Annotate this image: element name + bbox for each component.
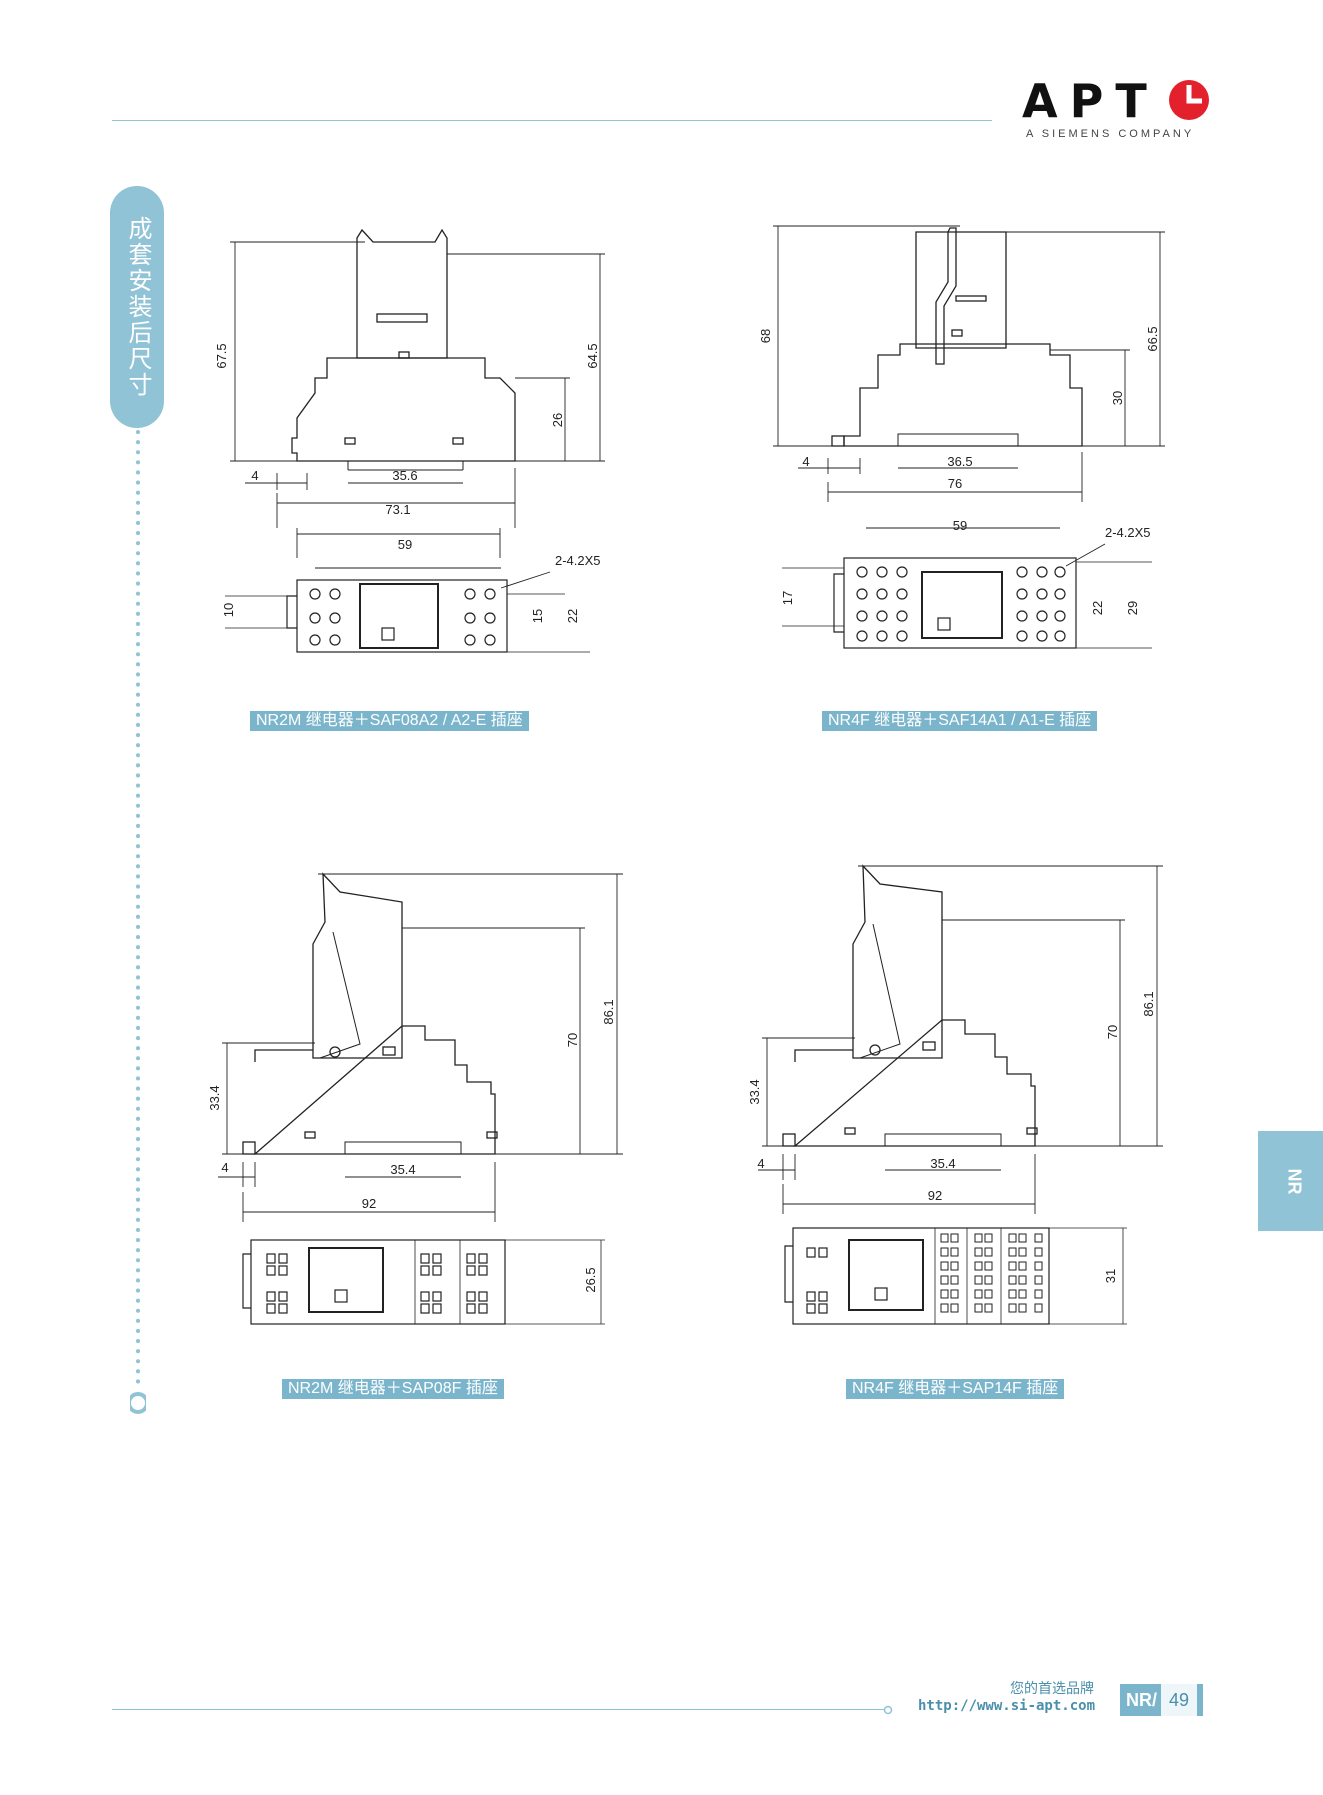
dim-rail: 35.4 [930, 1156, 955, 1171]
footer-url-link[interactable]: http://www.si-apt.com [918, 1698, 1096, 1714]
figure-nr4f-sap14f: 33.4 70 86.1 4 35.4 92 31 [747, 864, 1163, 1325]
dim-top-10: 10 [221, 603, 236, 617]
dim-width: 92 [928, 1188, 942, 1203]
nr-section-tab: NR [1258, 1131, 1323, 1231]
dim-rail: 36.5 [947, 454, 972, 469]
dim-height-relay: 66.5 [1145, 326, 1160, 351]
dim-width: 73.1 [385, 502, 410, 517]
dim-top-29: 29 [1125, 601, 1140, 615]
dim-height-socket: 26 [550, 413, 565, 427]
dim-offset: 4 [802, 454, 809, 469]
footer-slogan: 您的首选品牌 [1010, 1680, 1094, 1696]
dim-offset: 4 [757, 1156, 764, 1171]
dim-hole-spacing: 59 [953, 518, 967, 533]
dim-hole-size: 2-4.2X5 [1105, 525, 1151, 540]
figure-nr2m-saf08a2: 67.5 64.5 26 4 35.6 73.1 59 2-4.2X5 10 1… [214, 228, 605, 653]
figure-nr2m-sap08f: 33.4 70 86.1 4 35.4 92 26.5 [207, 872, 623, 1325]
dim-offset: 4 [221, 1160, 228, 1175]
figure-nr4f-saf14a1: 68 66.5 30 4 36.5 76 59 2-4.2X5 17 22 29 [760, 225, 1165, 649]
header-rule [112, 120, 992, 121]
dim-height-socket: 30 [1110, 391, 1125, 405]
logo-clock-icon [1169, 80, 1209, 120]
section-separator: / [1152, 1690, 1158, 1710]
figure-1-caption: NR2M 继电器＋SAF08A2 / A2-E 插座 [250, 711, 529, 731]
dim-hole-spacing: 59 [398, 537, 412, 552]
dim-height-relay: 70 [1105, 1025, 1120, 1039]
dim-width: 76 [948, 476, 962, 491]
page-number-box: NR/49 [1120, 1684, 1204, 1716]
brand-subtitle: A SIEMENS COMPANY [1026, 128, 1195, 140]
dim-top-17: 17 [780, 591, 795, 605]
footer-rule [112, 1709, 884, 1710]
side-dotted-line [130, 430, 146, 1414]
figure-4-caption: NR4F 继电器＋SAP14F 插座 [846, 1379, 1065, 1399]
dim-width: 92 [362, 1196, 376, 1211]
dim-height-relay: 64.5 [585, 343, 600, 368]
figure-2-caption: NR4F 继电器＋SAF14A1 / A1-E 插座 [822, 711, 1098, 731]
dim-top-15: 15 [530, 609, 545, 623]
dim-height-socket: 33.4 [207, 1085, 222, 1110]
dim-offset: 4 [251, 468, 258, 483]
page-number: 49 [1161, 1684, 1198, 1716]
dim-height-total: 68 [760, 329, 773, 343]
dim-height-total: 86.1 [601, 999, 616, 1024]
figure-3-caption: NR2M 继电器＋SAP08F 插座 [282, 1379, 504, 1399]
dim-top-22: 22 [1090, 601, 1105, 615]
brand-logo-text: APT [1022, 74, 1159, 128]
dim-height-total: 67.5 [214, 343, 229, 368]
footer-rule-end-dot [883, 1705, 893, 1715]
dim-hole-size: 2-4.2X5 [555, 553, 601, 568]
dim-top-width: 31 [1103, 1269, 1118, 1283]
nr-tab-label: NR [1284, 1168, 1305, 1195]
dim-height-total: 86.1 [1141, 991, 1156, 1016]
section-label: NR [1126, 1690, 1152, 1710]
dim-top-width: 26.5 [583, 1267, 598, 1292]
dim-top-22: 22 [565, 609, 580, 623]
dim-height-relay: 70 [565, 1033, 580, 1047]
dim-rail: 35.4 [390, 1162, 415, 1177]
dim-rail: 35.6 [392, 468, 417, 483]
dim-height-socket: 33.4 [747, 1079, 762, 1104]
section-side-tab: 成套安装后尺寸 [110, 186, 164, 428]
